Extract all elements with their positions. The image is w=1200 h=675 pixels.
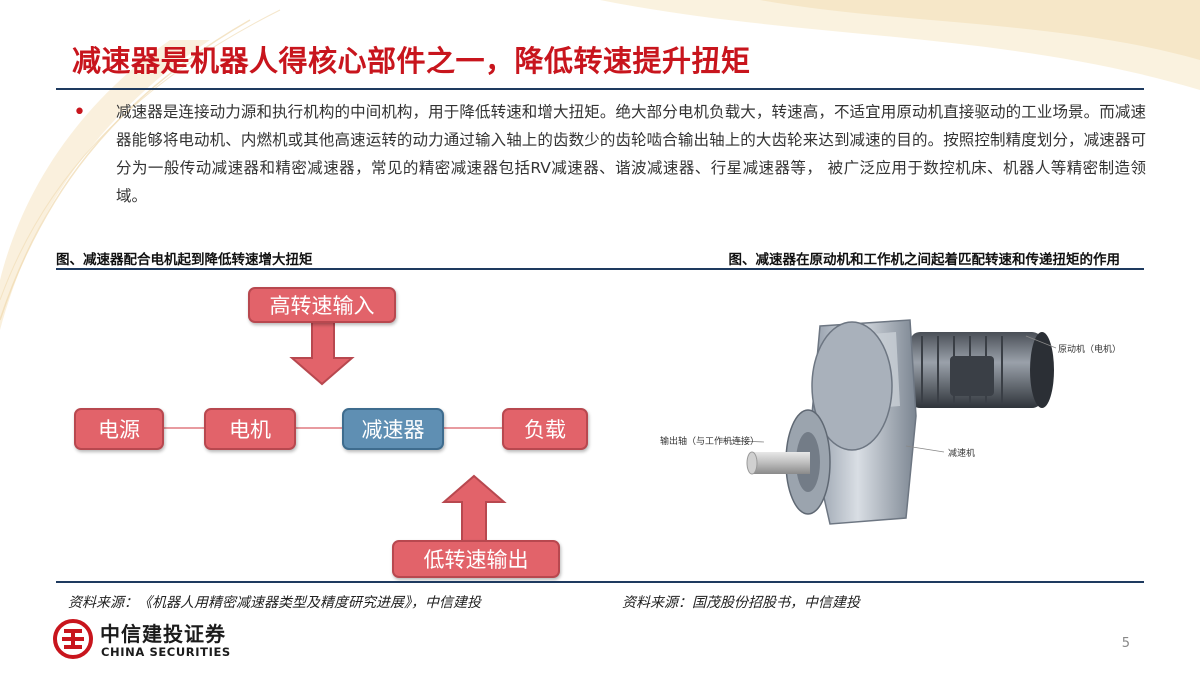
output-shaft (752, 452, 810, 474)
right-figure-caption: 图、减速器在原动机和工作机之间起着匹配转速和传递扭矩的作用 (728, 252, 1121, 268)
node-reducer: 减速器 (342, 408, 444, 450)
low-speed-output-label: 低转速输出 (392, 540, 560, 578)
logo-name-en: CHINA SECURITIES (101, 645, 231, 659)
motor-end-cap (1030, 332, 1054, 408)
motor-label: 原动机（电机） (1058, 345, 1122, 355)
company-logo: 中信建投证券 CHINA SECURITIES (52, 618, 248, 660)
logo-name-cn: 中信建投证券 (100, 622, 226, 646)
output-shaft-label: 输出轴（与工作机连接） (660, 437, 760, 447)
left-source-note: 资料来源：《机器人用精密减速器类型及精度研究进展》，中信建投 (68, 595, 481, 611)
source-divider (56, 581, 1144, 583)
title-divider (56, 88, 1144, 90)
node-motor: 电机 (204, 408, 296, 450)
gear-reducer-photo: 原动机（电机） 输出轴（与工作机连接） 减速机 (660, 296, 1140, 554)
gear-reducer-drawing (719, 319, 1057, 525)
page-number: 5 (1121, 636, 1130, 651)
body-paragraph: 减速器是连接动力源和执行机构的中间机构，用于降低转速和增大扭矩。绝大部分电机负载… (116, 103, 1146, 205)
node-power-source: 电源 (74, 408, 164, 450)
right-source-note: 资料来源：国茂股份招股书，中信建投 (622, 595, 860, 611)
slide-title: 减速器是机器人得核心部件之一，降低转速提升扭矩 (72, 44, 751, 78)
reducer-cover (811, 321, 893, 451)
up-arrow-icon (441, 474, 507, 543)
node-load: 负载 (502, 408, 588, 450)
diagram-connectors (160, 317, 507, 543)
bullet-icon: • (73, 100, 86, 125)
down-arrow-icon (289, 317, 355, 386)
left-figure-caption: 图、减速器配合电机起到降低转速增大扭矩 (56, 252, 313, 268)
terminal-box (950, 356, 994, 396)
figure-caption-divider (56, 268, 1144, 270)
reducer-label: 减速机 (948, 449, 976, 459)
high-speed-input-label: 高转速输入 (248, 287, 396, 323)
citic-emblem-icon (53, 619, 93, 659)
